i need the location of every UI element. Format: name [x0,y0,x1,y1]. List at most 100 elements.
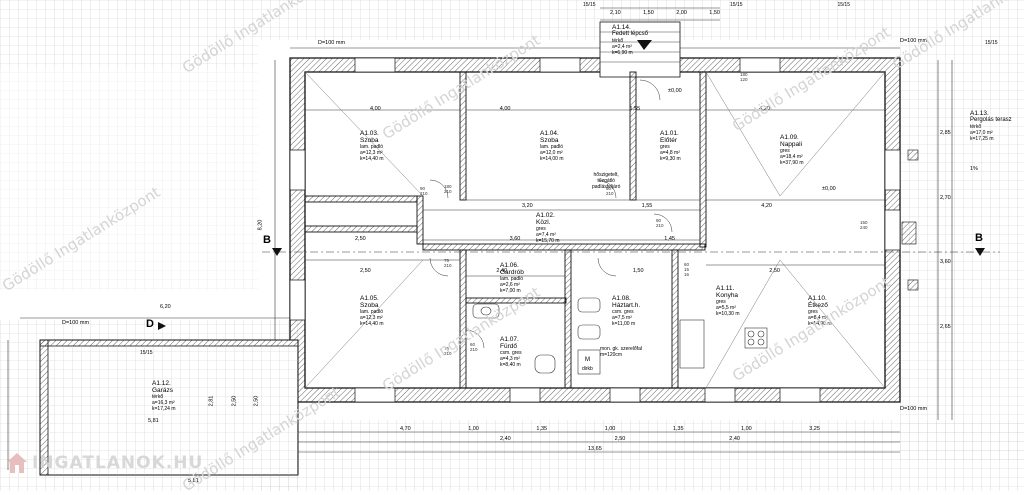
room-name: Garázs [152,387,173,394]
room-finish: lam. padló [540,144,564,150]
room-finish: térkő [152,394,164,400]
door-dim: 60 [684,262,690,267]
room-a113: A1.13. Pergolás terasz térkő a=17,0 m² k… [970,110,1012,142]
room-finish: lam. padló [500,276,524,282]
dim-text: 4,20 [761,203,772,209]
sanitary-fixtures [472,297,768,375]
room-name: Közl. [536,219,551,226]
room-a106: A1.06. Gardrób lam. padló a=2,6 m² k=7,0… [500,262,524,294]
door-dim: 180 [740,72,748,77]
dim-text: 3,20 [522,203,533,209]
dim-text: 1,00 [604,426,616,432]
dim-corridor: 2,50 3,60 1,45 [355,236,675,242]
room-perimeter: k=8,40 m [500,362,521,368]
annotation-attic-hatch: hőszigetelt, tűzgátló padlásfeljáró [592,172,620,190]
room-finish: lam. padló [360,144,384,150]
room-a105: A1.05. Szoba lam. padló a=12,3 m² k=14,4… [360,295,384,327]
room-a114: A1.14. Fedett lépcső térkő a=2,4 m² k=6,… [612,24,648,56]
dim-text: 1,35 [536,426,548,432]
room-name: Étkező [808,302,828,309]
section-d-label: D [146,318,154,330]
room-area: a=12,0 m² [540,150,563,156]
windows [289,57,901,403]
d-label-bottom-right: D=100 mm [900,406,928,412]
room-id: A1.13. [970,110,989,117]
dim-left-total: 6,20 [160,304,171,310]
door-dimensions: 60 210 [470,342,478,352]
room-area: a=5,5 m² [716,305,736,311]
room-finish: gres [716,299,726,305]
dim-text: 2,50 [253,395,260,407]
dim-text: 2,50 [355,236,366,242]
dim-text: 1,45 [664,236,675,242]
room-name: Nappali [780,141,803,148]
cabinet-label: dirkb [582,366,593,372]
door-dim: 90 [656,218,662,223]
room-a104: A1.04. Szoba lam. padló a=12,0 m² k=14,0… [540,130,564,162]
room-finish: csm. gres [500,350,522,356]
dim-text: 2,40 [496,268,508,274]
room-perimeter: k=17,25 m [970,136,994,142]
room-a111: A1.11. Konyha gres a=5,5 m² k=10,30 m [716,285,740,317]
dim-text: 3,25 [809,426,820,432]
dim-bottom-row-1: 4,70 1,00 1,35 1,00 1,35 1,00 3,25 [400,426,820,432]
dim-text: 2,40 [500,436,511,442]
dim-total: 13,65 [588,446,602,452]
room-id: A1.01. [660,130,679,137]
dim-text: 2,50 [614,436,626,442]
level-mark-living: ±0,00 [822,186,836,192]
room-a107: A1.07. Fürdő csm. gres a=4,3 m² k=8,40 m [500,336,522,368]
logo-text: INGATLANOK.HU [32,453,204,473]
dim-text: 4,20 [759,106,770,112]
room-name: Szoba [360,302,379,309]
door-swings [429,79,673,349]
room-name: Gardrób [500,269,524,276]
dim-text: 2,50 [769,268,780,274]
room-name: Szoba [540,137,559,144]
room-a101: A1.01. Előtér gres a=4,8 m² k=9,30 m [660,130,681,162]
door-dimensions: 150 240 [860,220,868,230]
room-area: a=17,0 m² [970,130,993,136]
door-dim: 15 [684,267,690,272]
room-finish: csm. gres [612,309,634,315]
dim-bottom-row-2: 2,40 2,50 2,40 [500,436,740,442]
dim-text: 1,50 [632,268,644,274]
room-finish: gres [536,226,546,232]
room-perimeter: k=9,30 m [660,156,681,162]
dim-text: 1,50 [709,10,720,16]
door-dimensions: 180 120 [740,72,748,82]
attic-note-line: tűzgátló [597,178,615,184]
dim-text: 2,85 [940,130,951,136]
dim-top-row: 2,10 1,50 2,00 1,50 [610,10,720,16]
slope-label: 15/15 [985,40,998,46]
room-finish: térkő [612,38,624,44]
interior-walls [304,71,707,389]
annotation-meter: mon. gk. szerelőfal m=120cm [600,346,642,358]
room-finish: gres [808,309,818,315]
dim-text: 2,10 [610,10,621,16]
dim-text: 2,70 [940,194,951,201]
door-dimensions: 75 210 [444,258,452,268]
room-area: a=4,8 m² [660,150,680,156]
room-id: A1.11. [716,285,735,292]
room-a112: A1.12. Garázs térkő a=16,3 m² k=17,24 m [152,380,176,412]
door-dim: 75 [444,258,450,263]
room-area: a=4,3 m² [500,356,520,362]
roof-ridge-lines [304,71,886,389]
room-area: a=12,3 m² [360,150,383,156]
door-dim: 16 [684,272,690,277]
dim-top-small: 15/15 15/15 [730,2,850,8]
garage-structure [39,339,299,476]
room-name: Fedett lépcső [612,31,649,37]
door-dim: 150 [860,220,868,225]
slope-label: 1% [970,166,978,172]
door-dim: 180 [444,184,452,189]
room-perimeter: k=15,70 m [536,238,560,244]
door-dim: 90 [420,186,426,191]
section-markers [158,248,985,330]
dim-text: 2,81 [208,395,215,407]
dim-left-height: 8,20 [257,219,264,231]
room-perimeter: k=11,00 m [612,321,636,327]
room-perimeter: k=14,40 m [360,321,384,327]
room-finish: térkő [970,124,982,130]
